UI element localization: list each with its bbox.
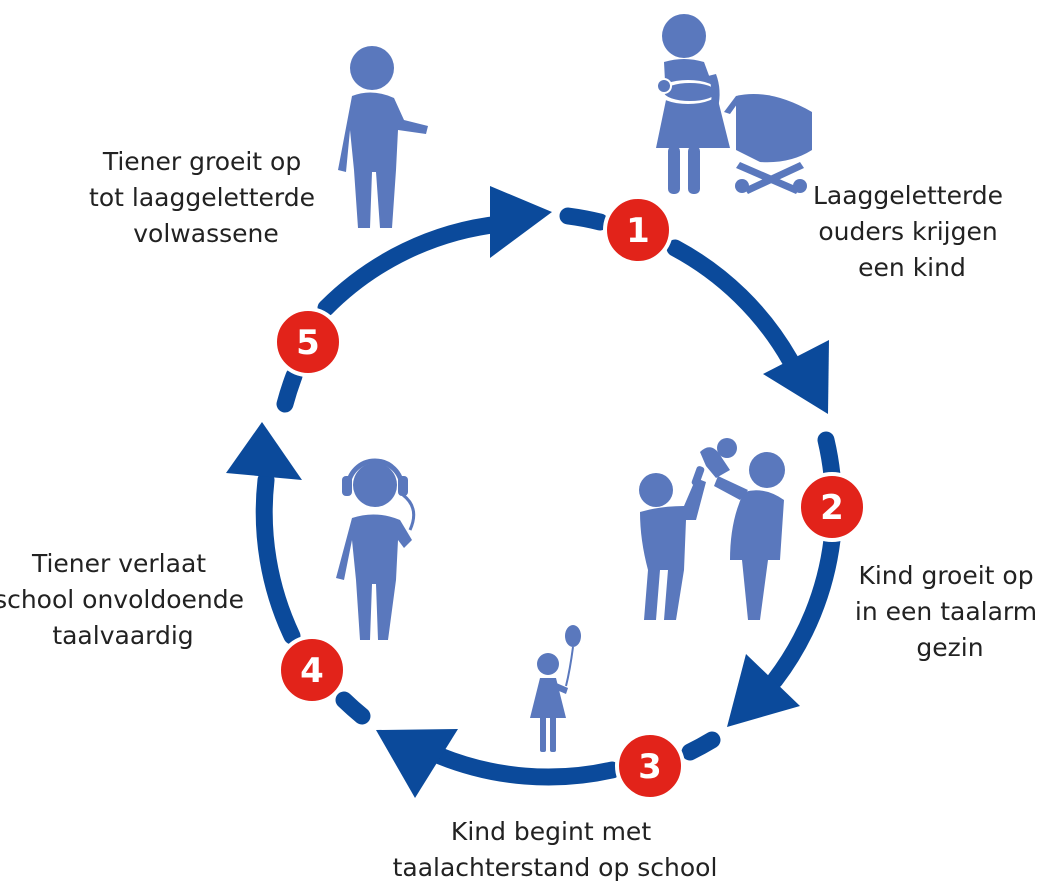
step-2-caption: Kind groeit op in een taalarm gezin (855, 561, 1037, 662)
step-5-caption-line: volwassene (133, 219, 278, 248)
step-1-caption-line: ouders krijgen (818, 217, 997, 246)
arrowhead-5-1 (490, 186, 552, 258)
step-badge-2: 2 (797, 472, 867, 542)
arrow-stub-2 (817, 431, 841, 484)
step-3-caption: Kind begint met taalachterstand op schoo… (393, 817, 718, 882)
step-1-caption: Laaggeletterde ouders krijgen een kind (813, 181, 1011, 282)
cycle-arrow (226, 186, 841, 798)
step-badge-4: 4 (277, 635, 347, 705)
step-badge-1: 1 (603, 195, 673, 265)
step-number-5: 5 (296, 323, 320, 363)
arrow-segment-2-3 (766, 531, 841, 689)
mother-with-baby-and-pram-icon (656, 14, 812, 194)
step-2-caption-line: Kind groeit op (858, 561, 1033, 590)
step-3-caption-line: taalachterstand op school (393, 853, 718, 882)
arrowhead-1-2 (763, 340, 829, 414)
parents-lifting-child-icon (639, 438, 785, 620)
girl-with-balloon-icon (530, 625, 581, 752)
step-1-caption-line: Laaggeletterde (813, 181, 1003, 210)
teen-with-headphones-icon (336, 458, 416, 640)
arrowhead-4-5 (226, 422, 302, 480)
arrow-segment-1-2 (666, 239, 799, 369)
step-2-caption-line: gezin (916, 633, 983, 662)
arrow-stub-4 (335, 691, 371, 725)
arrow-stub-1 (559, 207, 609, 231)
step-2-caption-line: in een taalarm (855, 597, 1037, 626)
step-number-2: 2 (820, 488, 844, 528)
step-4-caption: Tiener verlaat school onvoldoende taalva… (0, 549, 252, 650)
arrow-segment-3-4 (431, 747, 621, 786)
step-3-caption-line: Kind begint met (451, 817, 651, 846)
step-4-caption-line: Tiener verlaat (31, 549, 206, 578)
step-badge-5: 5 (273, 307, 343, 377)
arrowhead-2-3 (727, 654, 800, 727)
arrow-segment-4-5 (255, 471, 301, 645)
step-number-3: 3 (638, 747, 662, 787)
step-1-caption-line: een kind (858, 253, 966, 282)
step-5-caption: Tiener groeit op tot laaggeletterde volw… (89, 147, 323, 248)
step-number-1: 1 (626, 211, 650, 251)
arrow-stub-3 (681, 731, 721, 761)
step-badge-3: 3 (615, 731, 685, 801)
arrow-segment-5-1 (317, 215, 509, 317)
arrow-stub-5 (276, 367, 303, 413)
step-4-caption-line: taalvaardig (52, 621, 193, 650)
arrowhead-3-4 (376, 729, 458, 798)
step-5-caption-line: tot laaggeletterde (89, 183, 315, 212)
step-4-caption-line: school onvoldoende (0, 585, 244, 614)
adult-figure-icon (338, 46, 428, 228)
step-5-caption-line: Tiener groeit op (102, 147, 301, 176)
step-number-4: 4 (300, 651, 324, 691)
